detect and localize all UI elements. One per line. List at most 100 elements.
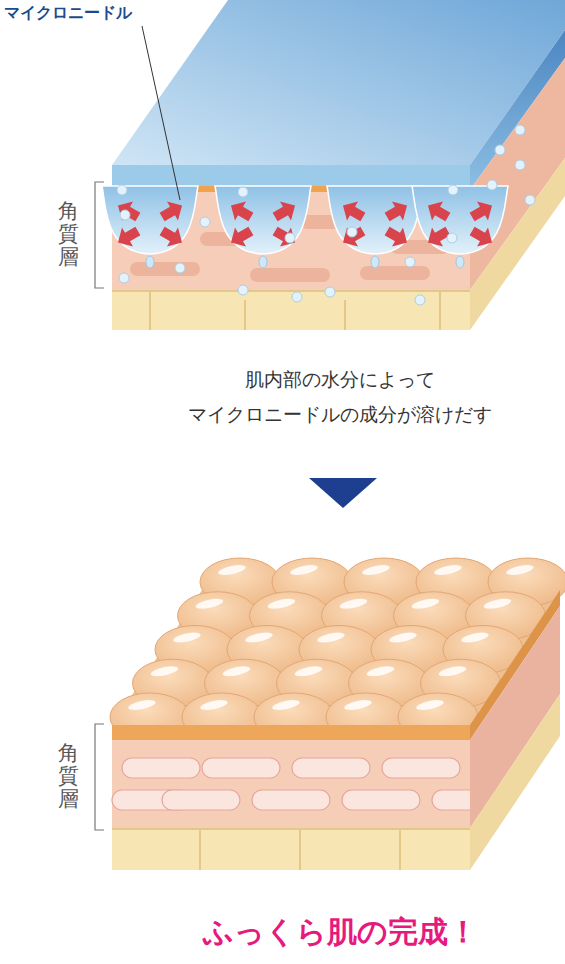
layer-label: 角質層 [58, 742, 79, 811]
explanation-text: 肌内部の水分によって マイクロニードルの成分が溶けだす [120, 362, 560, 432]
water-bubble [525, 195, 535, 205]
highlight [217, 563, 246, 577]
water-bubble [285, 233, 295, 243]
bracket [95, 182, 104, 288]
leader-line [142, 26, 180, 200]
spread-arrow [157, 221, 188, 252]
highlight [316, 631, 345, 645]
highlight [289, 563, 318, 577]
water-bubble [347, 227, 357, 237]
skin-cell [342, 790, 420, 810]
layer-label: 角質層 [58, 200, 79, 269]
highlight [127, 698, 156, 712]
water-bubble [117, 185, 127, 195]
skin-cell [292, 758, 370, 778]
spread-arrow [337, 196, 368, 227]
spread-arrow [382, 196, 413, 227]
spread-arrow [112, 221, 143, 252]
spread-arrow [112, 196, 143, 227]
cell-lines [112, 829, 470, 870]
highlight [433, 563, 462, 577]
skin-cell [202, 758, 280, 778]
skin-patch [250, 268, 330, 282]
water-bubble [405, 257, 415, 267]
spread-arrow [467, 196, 498, 227]
part-label: マイクロニードル [4, 3, 132, 24]
highlight [150, 664, 179, 678]
stratum-front [112, 740, 470, 828]
water-bubble [325, 287, 335, 297]
spread-arrow [270, 221, 301, 252]
water-bubble [238, 187, 248, 197]
highlight [267, 597, 296, 611]
cell-lines [112, 291, 470, 330]
highlight [361, 563, 390, 577]
spread-arrow [157, 196, 188, 227]
highlight [199, 698, 228, 712]
spread-arrow [270, 196, 301, 227]
skin-cell [252, 790, 330, 810]
spread-arrows [112, 196, 497, 252]
highlight [172, 631, 201, 645]
droplet [259, 256, 267, 268]
highlight [438, 664, 467, 678]
water-bubble [238, 285, 248, 295]
water-bubble [415, 295, 425, 305]
bracket [95, 724, 104, 830]
down-triangle [309, 478, 377, 508]
highlight [388, 631, 417, 645]
spread-arrow [225, 221, 256, 252]
water-bubble [175, 263, 185, 273]
droplet [371, 256, 379, 268]
highlight [411, 597, 440, 611]
spread-arrow [337, 221, 368, 252]
highlight [415, 698, 444, 712]
water-bubble [119, 273, 129, 283]
droplet [456, 256, 464, 268]
needle-dome [215, 186, 311, 254]
needle-dome [327, 186, 423, 254]
skin-cell [162, 790, 240, 810]
needle-dome [412, 186, 508, 254]
water-bubble [200, 217, 210, 227]
highlight [505, 563, 534, 577]
highlight [244, 631, 273, 645]
stratum-edge [112, 725, 470, 740]
droplet [146, 256, 154, 268]
highlight [460, 631, 489, 645]
highlight [271, 698, 300, 712]
spread-arrow [467, 221, 498, 252]
spread-arrow [225, 196, 256, 227]
highlight [195, 597, 224, 611]
skin-cell [382, 758, 460, 778]
water-bubble [515, 125, 525, 135]
water-bubble [495, 145, 505, 155]
plump-skin-block [110, 558, 565, 870]
skin-patch [130, 262, 200, 276]
highlight [343, 698, 372, 712]
water-bubble [487, 180, 497, 190]
cell-front [112, 290, 470, 330]
highlight [222, 664, 251, 678]
water-bubble [292, 292, 302, 302]
water-bubble [448, 185, 458, 195]
skin-patch [360, 266, 430, 280]
water-bubble [120, 210, 130, 220]
skin-cell [122, 758, 200, 778]
side-cells [470, 694, 560, 870]
spread-arrow [382, 221, 413, 252]
water-bubbles [117, 125, 535, 305]
microneedle-block [102, 0, 565, 330]
cell-front [112, 828, 470, 870]
highlight [366, 664, 395, 678]
highlight [483, 597, 512, 611]
needle-domes [102, 186, 508, 268]
highlight [294, 664, 323, 678]
water-bubble [515, 160, 525, 170]
skin-cells [112, 758, 510, 810]
caption: ふっくら肌の完成！ [140, 912, 540, 953]
water-bubble [447, 233, 457, 243]
spread-arrow [422, 196, 453, 227]
needle-dome [102, 186, 198, 254]
